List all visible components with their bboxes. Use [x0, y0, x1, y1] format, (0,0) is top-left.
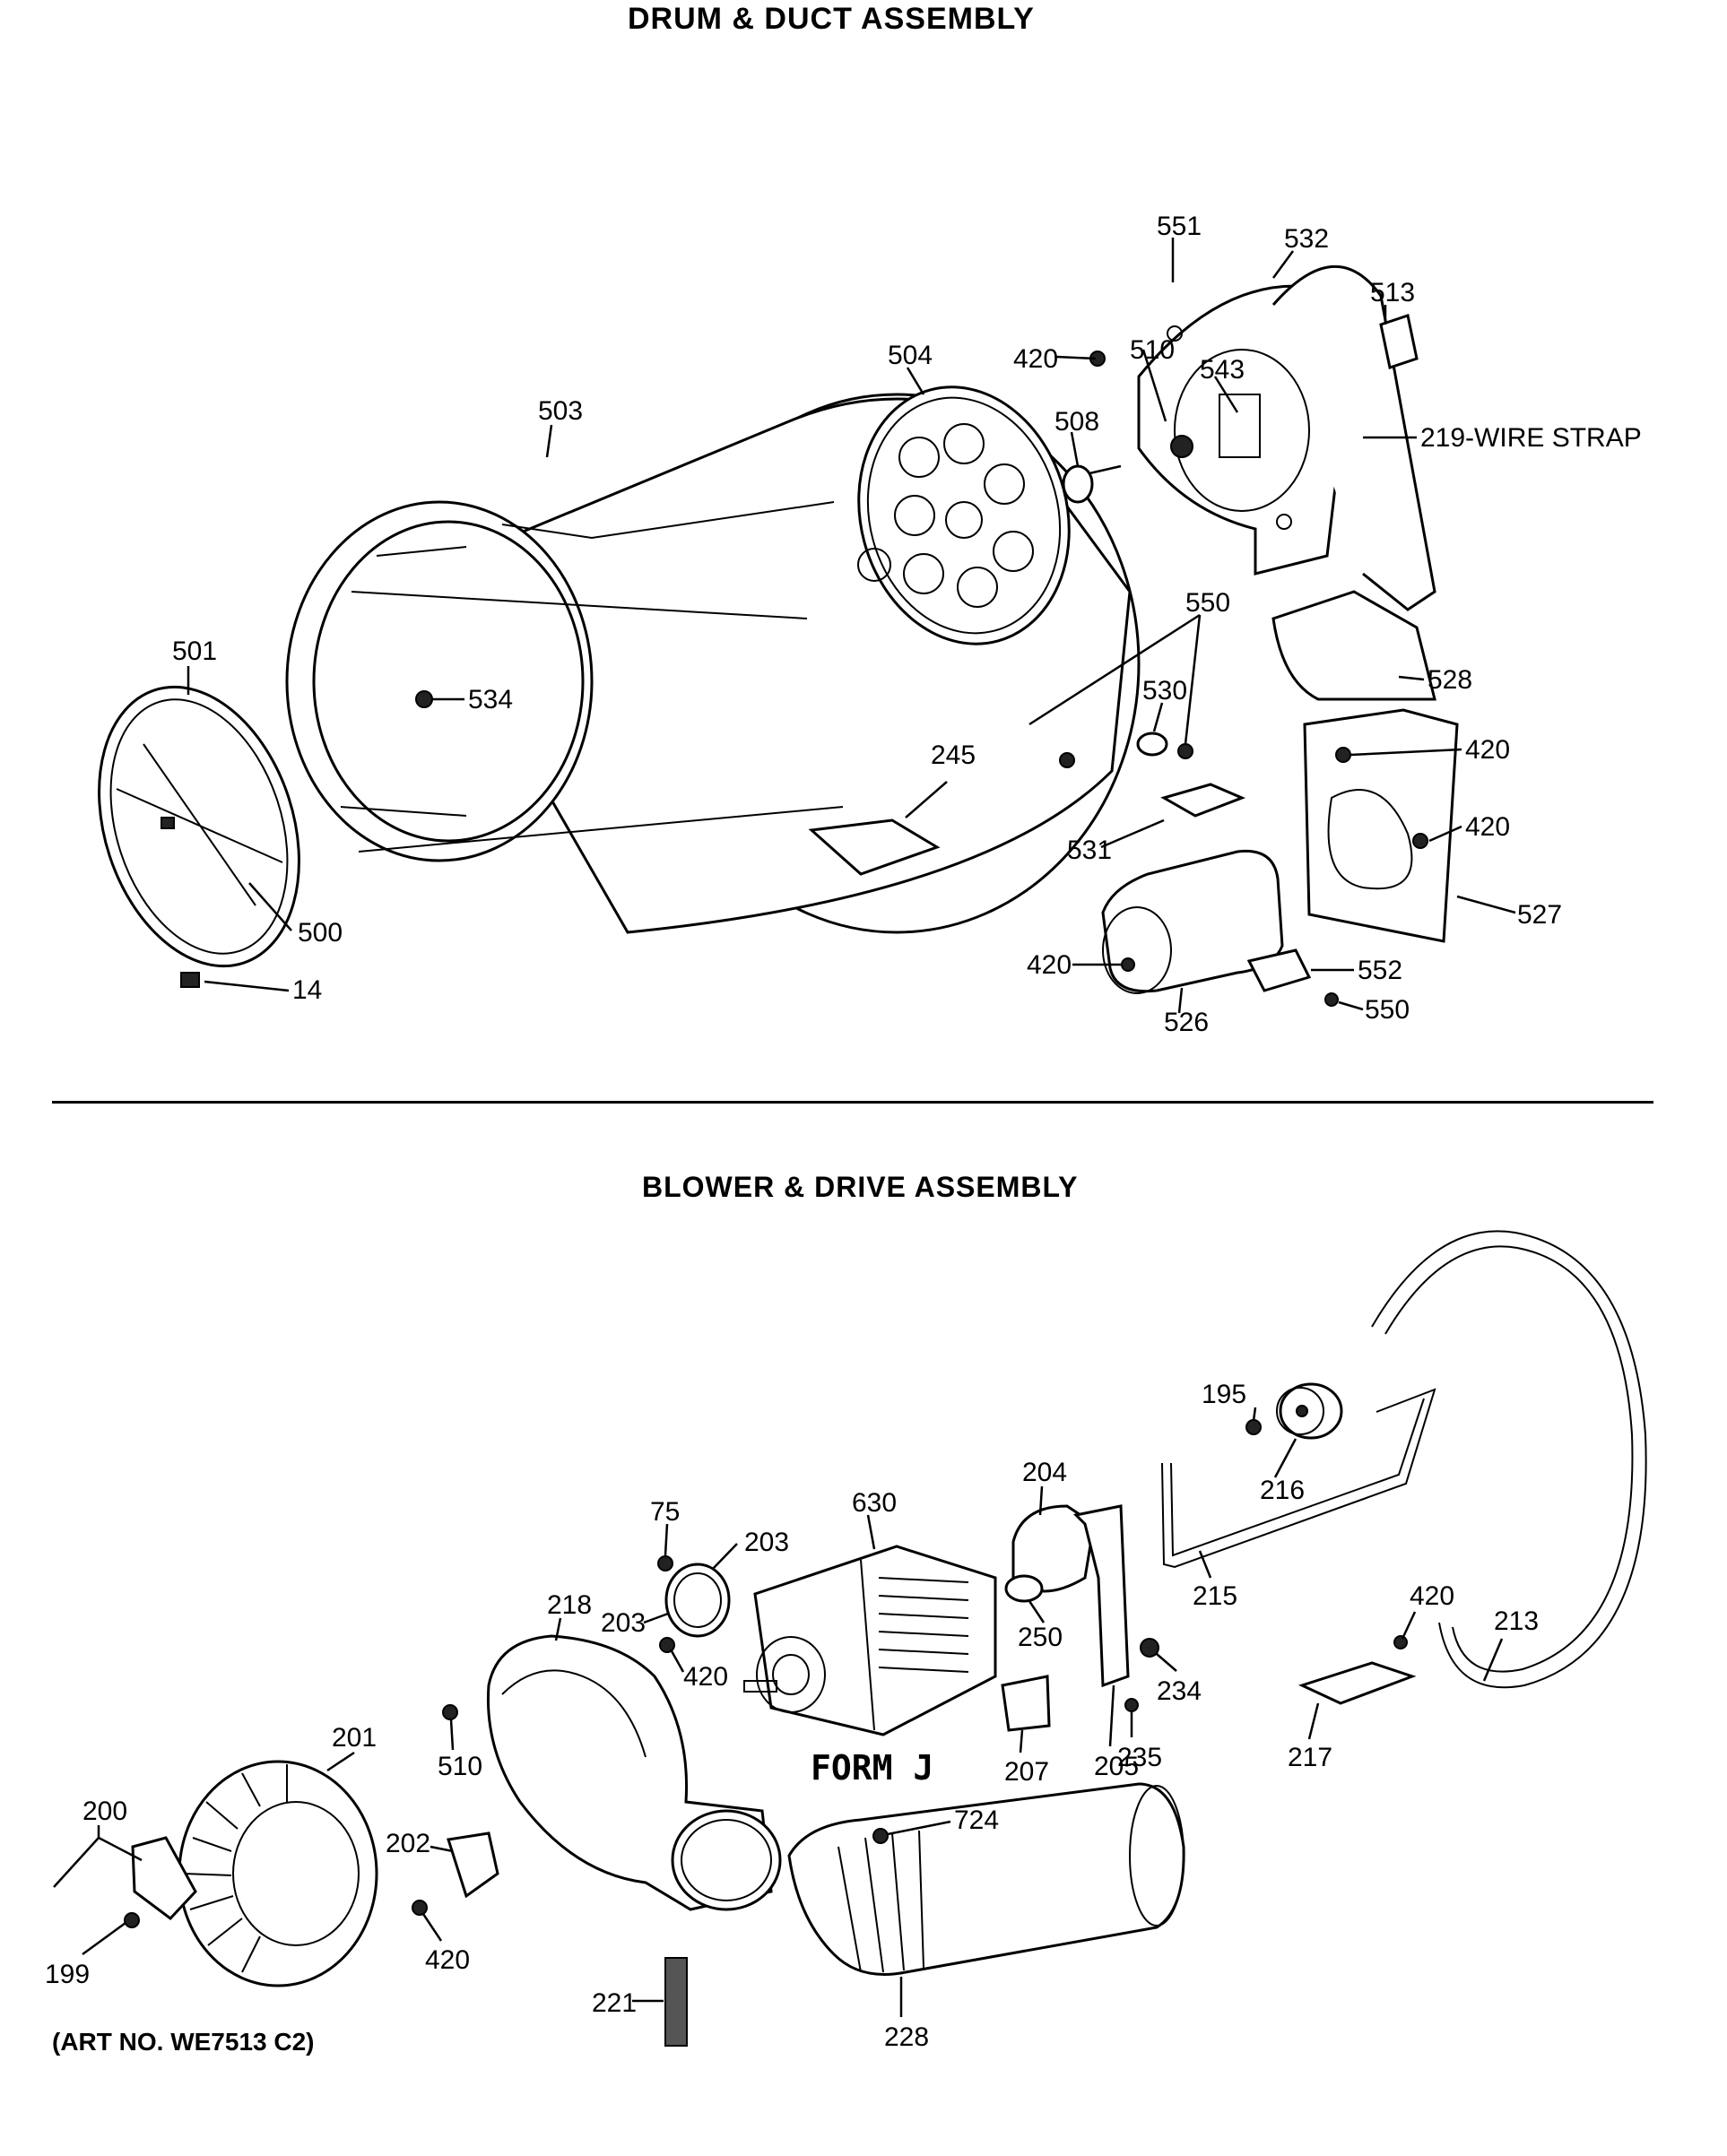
- motor-mount-205: [1011, 1504, 1130, 1688]
- idler-arm-215: [1161, 1388, 1436, 1569]
- pad-245: [808, 818, 941, 876]
- callout-14: 14: [292, 975, 322, 1005]
- section-divider: [52, 1101, 1653, 1104]
- fasteners-top: [180, 351, 1106, 988]
- callout-204: 204: [1022, 1458, 1067, 1487]
- blower-wheel-201: [178, 1760, 378, 1987]
- callout-203: 203: [601, 1608, 646, 1638]
- callout-420: 420: [1027, 950, 1072, 980]
- callout-532: 532: [1284, 224, 1329, 254]
- clip-200: [124, 1836, 197, 1928]
- motor-clamp-203: [664, 1563, 731, 1638]
- callout-213: 213: [1494, 1606, 1539, 1636]
- blower-housing-218: [486, 1634, 782, 1911]
- callout-551: 551: [1157, 212, 1202, 241]
- callout-234: 234: [1157, 1676, 1202, 1706]
- seal-ring-501: [98, 685, 300, 968]
- callout-550: 550: [1185, 588, 1230, 618]
- callout-503: 503: [538, 396, 583, 426]
- callout-207: 207: [1004, 1757, 1049, 1787]
- callout-245: 245: [931, 740, 976, 770]
- callout-527: 527: [1517, 900, 1562, 930]
- drum-head-504: [857, 385, 1071, 645]
- callout-235: 235: [1117, 1743, 1162, 1772]
- callout-420: 420: [683, 1662, 728, 1692]
- callout-526: 526: [1164, 1008, 1209, 1037]
- bracket-217: [1297, 1661, 1417, 1705]
- callout-531: 531: [1067, 836, 1112, 865]
- exhaust-duct-228: [787, 1782, 1185, 1976]
- idler-pulley-216: [1245, 1382, 1343, 1440]
- callout-250: 250: [1018, 1623, 1063, 1652]
- switch-207: [1001, 1675, 1051, 1732]
- thermostat-513: [1379, 314, 1419, 369]
- callout-205: 205: [1094, 1752, 1139, 1781]
- callout-420: 420: [1465, 812, 1510, 842]
- callout-420: 420: [1465, 735, 1510, 765]
- callout-510: 510: [1130, 335, 1175, 365]
- callout-217: 217: [1288, 1743, 1332, 1772]
- callout-528: 528: [1428, 665, 1472, 695]
- leader-lines-bottom: [53, 1407, 1504, 2017]
- drive-belt-213: [1371, 1230, 1647, 1689]
- duct-528: [1271, 590, 1436, 701]
- callout-510: 510: [438, 1752, 482, 1781]
- bracket-527: [1303, 708, 1459, 943]
- callout-200: 200: [82, 1797, 127, 1826]
- callout-504: 504: [888, 341, 933, 370]
- callout-216: 216: [1260, 1476, 1305, 1505]
- callout-543: 543: [1200, 355, 1245, 385]
- callout-201: 201: [332, 1723, 377, 1753]
- callout-530: 530: [1142, 676, 1187, 706]
- motor-630: [743, 1545, 1044, 1736]
- terminal-block-552: [1246, 948, 1339, 1007]
- strip-221: [664, 1957, 688, 2047]
- rear-bulkhead-551: [1137, 264, 1436, 611]
- blower-drive-assembly-title: BLOWER & DRIVE ASSEMBLY: [642, 1171, 1079, 1203]
- callout-75: 75: [650, 1497, 680, 1527]
- callout-195: 195: [1202, 1380, 1246, 1409]
- callout-203: 203: [744, 1528, 789, 1557]
- callout-724: 724: [954, 1805, 999, 1835]
- callout-420: 420: [1410, 1581, 1454, 1611]
- callout-202: 202: [386, 1829, 430, 1858]
- heater-526: [1101, 849, 1284, 994]
- callout-552: 552: [1358, 956, 1402, 985]
- callout-420: 420: [425, 1945, 470, 1975]
- callout-501: 501: [172, 636, 217, 666]
- callout-508: 508: [1054, 407, 1099, 437]
- part-202: [412, 1831, 499, 1916]
- callout-550: 550: [1365, 995, 1410, 1025]
- callout-630: 630: [852, 1488, 897, 1518]
- callout-420: 420: [1013, 344, 1058, 374]
- form-label: FORM J: [811, 1748, 934, 1788]
- callout-219-wire-strap: 219-WIRE STRAP: [1420, 423, 1642, 453]
- callout-215: 215: [1193, 1581, 1237, 1611]
- callout-534: 534: [468, 685, 513, 714]
- callout-228: 228: [884, 2022, 929, 2052]
- callout-500: 500: [298, 918, 343, 948]
- callout-199: 199: [45, 1960, 90, 1989]
- callout-513: 513: [1370, 278, 1415, 307]
- leader-lines-top: [187, 238, 1516, 1014]
- art-number: (ART NO. WE7513 C2): [52, 2028, 315, 2056]
- bearing-508: [1062, 464, 1122, 504]
- drum-duct-assembly-title: DRUM & DUCT ASSEMBLY: [628, 2, 1035, 36]
- callout-221: 221: [592, 1988, 637, 2018]
- callout-218: 218: [547, 1590, 592, 1620]
- fasteners-bottom: [442, 1555, 1408, 1844]
